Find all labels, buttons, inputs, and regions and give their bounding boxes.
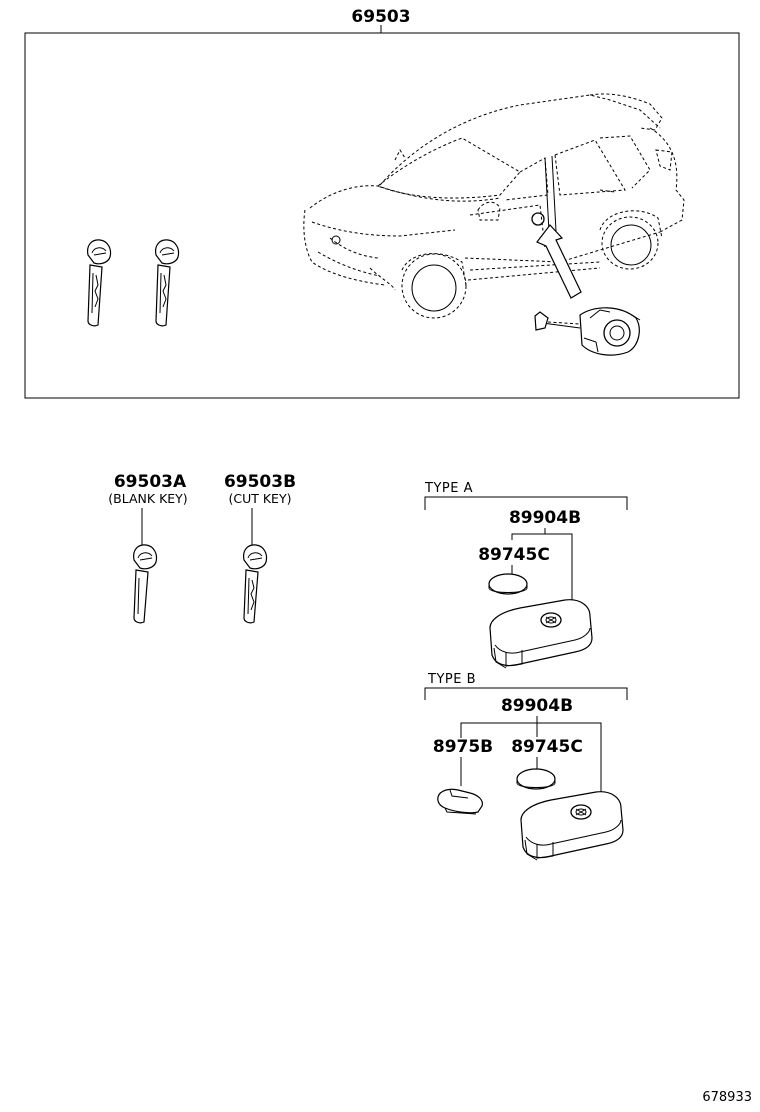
type-b-transmitter-part-number[interactable]: 89904B: [501, 696, 573, 716]
illustration-code: 678933: [702, 1090, 752, 1105]
battery-cover-icon: [437, 788, 483, 815]
location-arrow-icon: [536, 224, 582, 299]
type-a-leader: [511, 528, 573, 600]
key-icon: [155, 239, 180, 327]
door-lock-cylinder-icon: [534, 307, 641, 356]
battery-icon: [516, 768, 556, 790]
blank-key-part-number[interactable]: 69503A: [114, 472, 187, 492]
type-a-transmitter-part-number[interactable]: 89904B: [509, 508, 581, 528]
type-b-label: TYPE B: [427, 672, 476, 687]
vehicle-illustration: [303, 93, 685, 319]
assembly-frame: [24, 32, 740, 399]
type-b-leader: [460, 716, 602, 793]
blank-key-icon: [133, 544, 158, 624]
cut-key-icon: [243, 544, 268, 624]
key-icon: [87, 239, 112, 327]
type-b-bracket: [424, 687, 628, 700]
type-a-battery-part-number[interactable]: 89745C: [478, 545, 550, 565]
key-fob-icon: [520, 791, 624, 861]
cut-key-description: (CUT KEY): [229, 491, 292, 506]
assembly-box: [24, 25, 740, 399]
blank-key-description: (BLANK KEY): [108, 491, 187, 506]
cut-key-part-number[interactable]: 69503B: [224, 472, 296, 492]
type-b-battery-part-number[interactable]: 89745C: [511, 737, 583, 757]
battery-icon: [488, 573, 528, 595]
type-a-label: TYPE A: [424, 481, 473, 496]
type-b-cover-part-number[interactable]: 8975B: [433, 737, 493, 757]
assembly-part-number[interactable]: 69503: [351, 7, 410, 27]
type-a-bracket: [424, 496, 628, 510]
key-fob-icon: [489, 599, 593, 669]
